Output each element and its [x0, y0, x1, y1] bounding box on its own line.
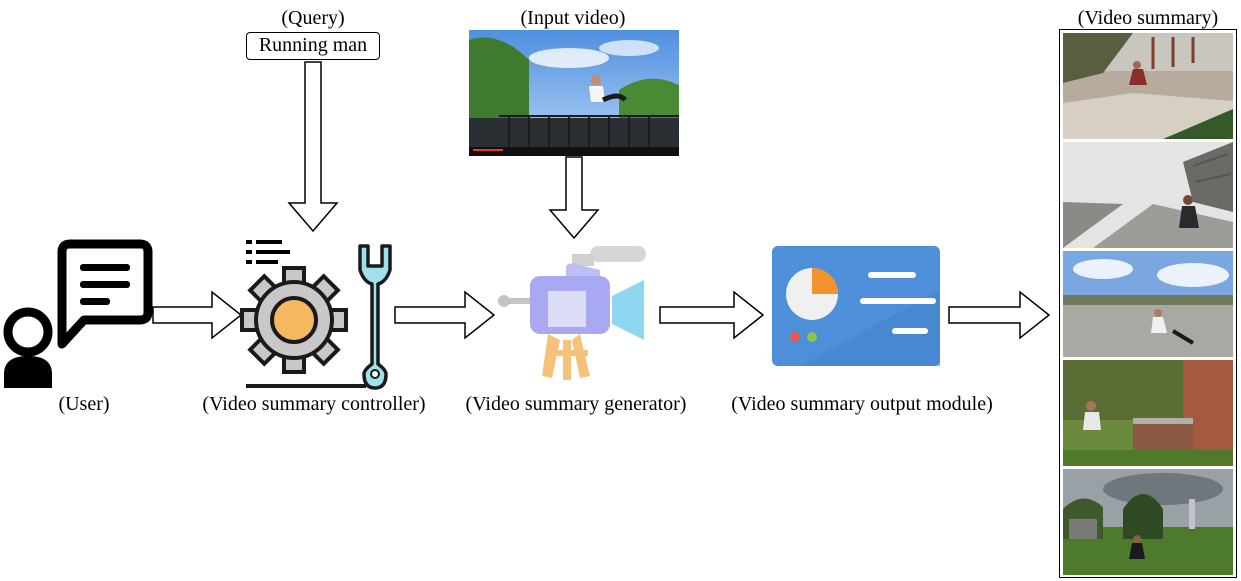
dashboard-icon — [772, 246, 940, 366]
query-caption: (Query) — [281, 7, 345, 29]
arrow-output-to-summary — [948, 290, 1051, 340]
controller-caption: (Video summary controller) — [202, 393, 426, 415]
video-summary-panel — [1059, 29, 1237, 578]
summary-frame-2[interactable] — [1063, 142, 1233, 248]
chat-bubble-icon — [57, 239, 153, 349]
arrow-generator-to-output — [659, 290, 765, 340]
controller-list-icon — [246, 240, 290, 264]
input-video-caption: (Input video) — [520, 7, 626, 29]
video-camera-icon — [498, 246, 646, 380]
summary-frame-1[interactable] — [1063, 33, 1233, 139]
summary-frame-3[interactable] — [1063, 251, 1233, 357]
summary-frame-4[interactable] — [1063, 360, 1233, 466]
arrow-controller-to-generator — [394, 290, 496, 340]
output-module-caption: (Video summary output module) — [731, 393, 993, 415]
summary-frame-5[interactable] — [1063, 469, 1233, 575]
generator-caption: (Video summary generator) — [465, 393, 687, 415]
arrow-query-to-controller — [287, 61, 339, 233]
input-video-frame — [469, 30, 679, 156]
input-video-player[interactable] — [469, 30, 679, 156]
query-input[interactable]: Running man — [246, 32, 380, 60]
video-summary-caption: (Video summary) — [1077, 7, 1219, 29]
user-caption: (User) — [58, 393, 110, 415]
arrow-user-to-controller — [152, 290, 243, 340]
wrench-icon — [246, 244, 392, 390]
gear-icon — [240, 266, 348, 374]
arrow-video-to-generator — [548, 156, 600, 240]
user-icon — [3, 307, 53, 388]
